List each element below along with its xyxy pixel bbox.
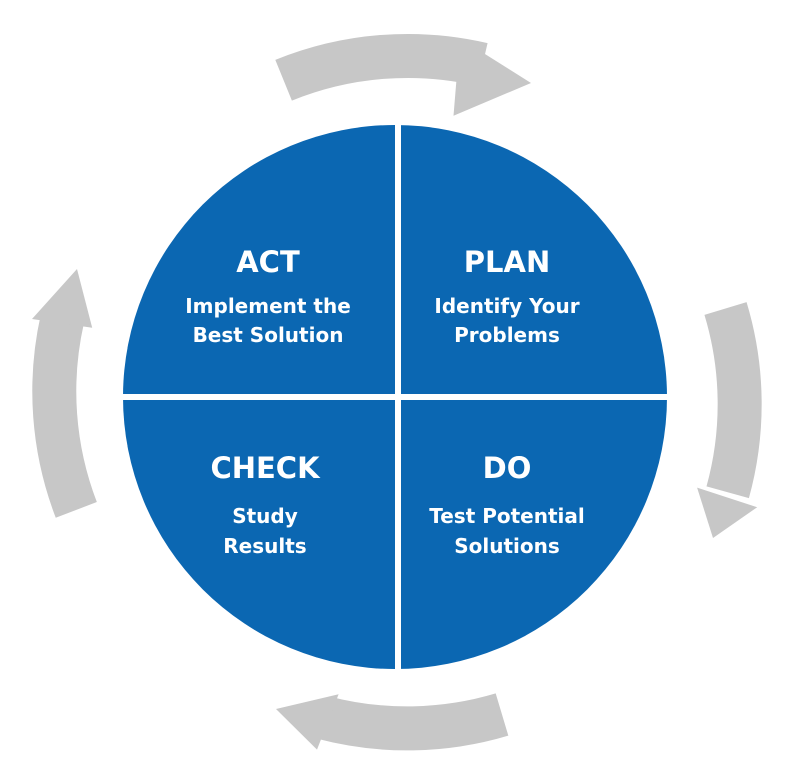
act-title: ACT bbox=[236, 245, 300, 279]
act-desc-line1: Implement the bbox=[185, 294, 351, 318]
quadrant-do: DO Test Potential Solutions bbox=[395, 397, 667, 669]
do-desc-line1: Test Potential bbox=[429, 504, 585, 528]
arrow-bottom bbox=[276, 693, 509, 751]
quadrant-plan: PLAN Identify Your Problems bbox=[395, 125, 667, 397]
check-desc-line1: Study bbox=[232, 504, 298, 528]
cycle-arrows bbox=[32, 33, 762, 751]
quadrant-check: CHECK Study Results bbox=[123, 397, 395, 669]
do-title: DO bbox=[483, 451, 532, 485]
divider-horizontal bbox=[118, 394, 673, 400]
arrow-top bbox=[275, 33, 531, 116]
plan-title: PLAN bbox=[464, 245, 550, 279]
quadrant-plan-shape bbox=[395, 125, 667, 397]
quadrant-act: ACT Implement the Best Solution bbox=[123, 125, 395, 397]
arrow-left bbox=[32, 269, 97, 518]
check-title: CHECK bbox=[210, 451, 321, 485]
quadrant-do-shape bbox=[395, 397, 667, 669]
do-desc-line2: Solutions bbox=[454, 534, 560, 558]
act-desc-line2: Best Solution bbox=[193, 323, 344, 347]
plan-desc-line2: Problems bbox=[454, 323, 560, 347]
arrow-right bbox=[697, 302, 762, 538]
check-desc-line2: Results bbox=[223, 534, 306, 558]
quadrant-act-shape bbox=[123, 125, 395, 397]
quadrant-dividers bbox=[118, 120, 673, 675]
quadrant-check-shape bbox=[123, 397, 395, 669]
plan-desc-line1: Identify Your bbox=[434, 294, 579, 318]
